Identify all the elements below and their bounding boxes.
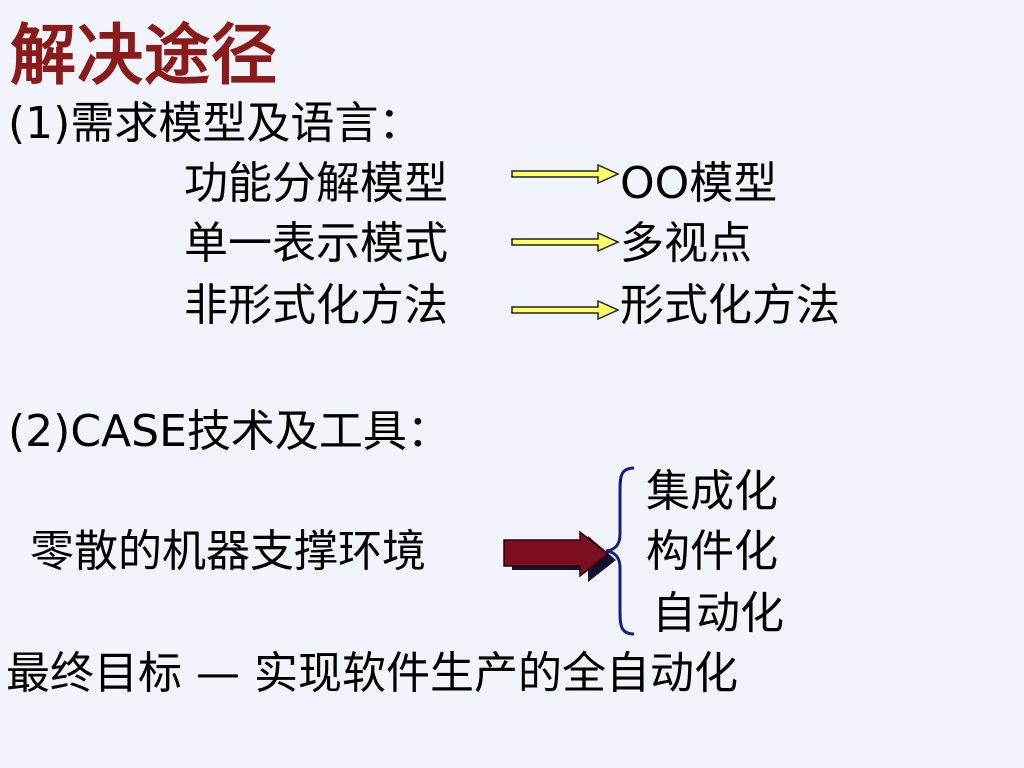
thick-right-arrow-icon bbox=[503, 530, 616, 582]
row2-from: 单一表示模式 bbox=[184, 218, 448, 269]
row1-to: OO模型 bbox=[620, 158, 778, 209]
right-arrow-icon bbox=[511, 163, 620, 185]
row2-to: 多视点 bbox=[620, 218, 752, 269]
left-brace-icon bbox=[605, 466, 635, 636]
final-goal: 最终目标 — 实现软件生产的全自动化 bbox=[6, 648, 738, 699]
target-item: 集成化 bbox=[646, 466, 778, 517]
target-item: 构件化 bbox=[646, 526, 778, 577]
row3-to: 形式化方法 bbox=[620, 280, 840, 331]
right-arrow-icon bbox=[511, 299, 620, 321]
section2-source: 零散的机器支撑环境 bbox=[30, 526, 426, 577]
row1-from: 功能分解模型 bbox=[184, 158, 448, 209]
section2-heading: (2)CASE技术及工具： bbox=[8, 406, 451, 457]
right-arrow-icon bbox=[511, 231, 620, 253]
slide-title: 解决途径 bbox=[10, 17, 278, 94]
section1-heading: (1)需求模型及语言： bbox=[8, 98, 423, 149]
target-item: 自动化 bbox=[652, 588, 784, 639]
row3-from: 非形式化方法 bbox=[184, 280, 448, 331]
